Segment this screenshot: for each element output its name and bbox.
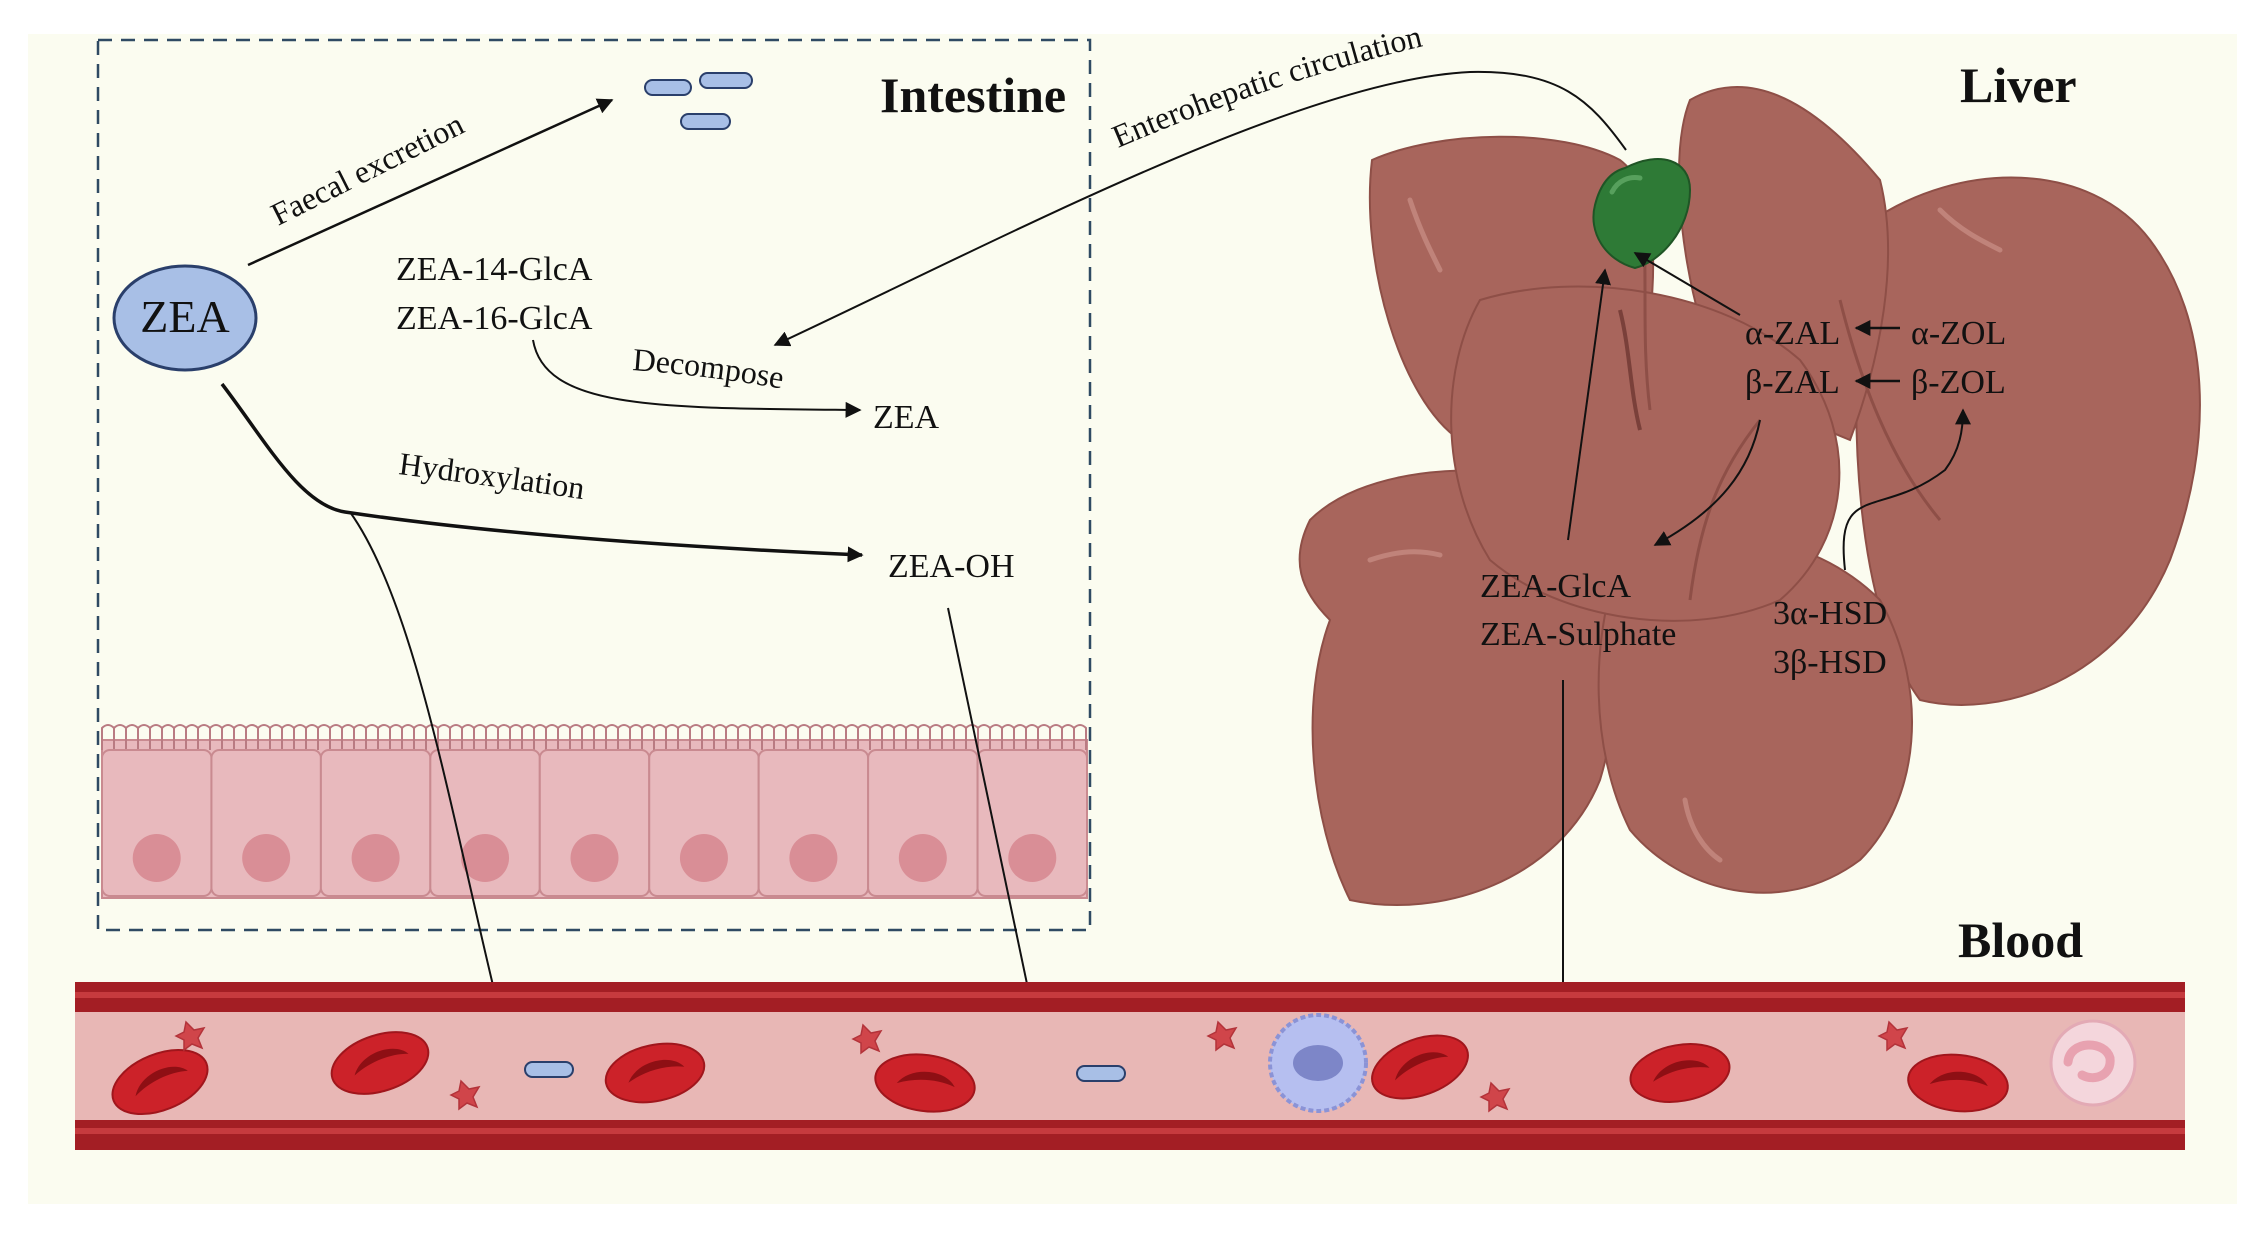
zea-glca-label: ZEA-GlcA [1480, 568, 1632, 605]
epithelial-cell [976, 749, 1088, 897]
red-blood-cell-icon [604, 1042, 706, 1104]
zal-to-conjugate-arrow [1653, 419, 1761, 546]
platelet-icon [174, 1020, 206, 1052]
decompose-arrow [532, 339, 862, 418]
intestinal-epithelium [101, 724, 1088, 899]
lymphocyte-icon [1268, 1013, 1368, 1113]
molecule-pill-icon [644, 72, 753, 130]
beta-zal-label: β-ZAL [1745, 364, 1840, 401]
zea-sulphate-label: ZEA-Sulphate [1480, 616, 1676, 653]
platelet-icon [1877, 1020, 1909, 1052]
epithelial-cell [757, 749, 870, 897]
zea-14-glca-label: ZEA-14-GlcA [396, 251, 593, 288]
epithelial-cell [867, 749, 979, 897]
epithelial-cell [648, 749, 760, 897]
alpha-zol-label: α-ZOL [1911, 315, 2006, 352]
intestine-box [96, 38, 1092, 932]
absorption-arrow-zea [349, 511, 515, 1057]
hydroxylation-arrow [220, 382, 864, 563]
hsd-to-zol-arrow [1842, 408, 1971, 571]
epithelial-cell [538, 749, 651, 897]
epithelial-cell [429, 749, 541, 897]
neutrophil-icon [2049, 1019, 2137, 1107]
red-blood-cell-icon [1371, 1034, 1469, 1100]
blood-vessel [75, 982, 2185, 1150]
hsd-3b-label: 3β-HSD [1773, 644, 1887, 681]
beta-zol-label: β-ZOL [1911, 364, 2006, 401]
epithelial-cell [101, 749, 213, 897]
intestine-title: Intestine [880, 67, 1066, 123]
red-blood-cell-icon [1629, 1043, 1731, 1103]
blood-title: Blood [1958, 912, 2083, 968]
liver-icon [1298, 86, 2201, 906]
molecule-pill-icon [524, 1061, 1126, 1082]
zal-to-gallbladder-arrow [1633, 252, 1741, 316]
platelet-icon [851, 1023, 883, 1055]
enterohepatic-arrow [773, 70, 1627, 347]
platelet-icon [449, 1079, 481, 1111]
liver-region: Liver Enterohepatic circulation α-ZAL β-… [773, 18, 2201, 1065]
zea-node [112, 264, 258, 372]
zea-node-label: ZEA [140, 291, 229, 342]
faecal-excretion-arrow [247, 98, 614, 267]
platelet-icon [1206, 1020, 1238, 1052]
zea-oh-label: ZEA-OH [888, 548, 1015, 585]
platelet-icon [1479, 1081, 1511, 1113]
red-blood-cell-icon [330, 1031, 430, 1095]
epithelial-cell [210, 749, 322, 897]
red-blood-cell-icon [874, 1053, 976, 1113]
zea-product-label: ZEA [873, 399, 940, 436]
red-blood-cell-icon [111, 1048, 209, 1116]
conjugate-to-gallbladder-arrow [1567, 268, 1611, 541]
liver-title: Liver [1960, 57, 2077, 113]
blood-region: Blood [75, 912, 2185, 1150]
zea-16-glca-label: ZEA-16-GlcA [396, 300, 593, 337]
microvilli-border [101, 724, 1087, 750]
alpha-zal-label: α-ZAL [1745, 315, 1840, 352]
hsd-3a-label: 3α-HSD [1773, 595, 1887, 632]
epithelial-cell [319, 749, 432, 897]
intestine-region: Intestine ZEA Faecal excretion ZEA-14-Gl… [96, 38, 1092, 1062]
red-blood-cell-icon [1907, 1053, 2009, 1113]
